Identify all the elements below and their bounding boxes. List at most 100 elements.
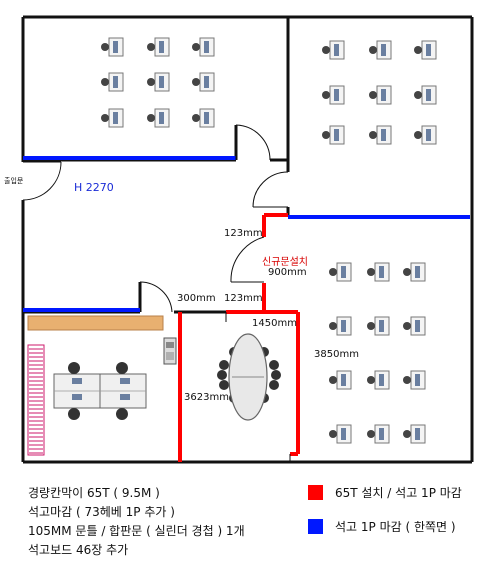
- desk-icon: [414, 40, 437, 60]
- interior-walls: [23, 17, 290, 314]
- legend-swatch-red: [308, 485, 323, 500]
- note-line: 105MM 문틀 / 합판문 ( 실린더 경첩 ) 1개: [28, 524, 245, 538]
- desk-icon: [192, 108, 215, 128]
- copier-icon: [163, 337, 177, 365]
- desk-icon: [369, 40, 392, 60]
- desk-icon: [369, 85, 392, 105]
- chair-icon: [192, 43, 200, 51]
- chair-icon: [329, 268, 337, 276]
- note-line: 석고마감 ( 73헤베 1P 추가 ): [28, 505, 175, 519]
- legend-item-red: 65T 설치 / 석고 1P 마감: [308, 484, 462, 501]
- dim-123-bottom: 123mm: [224, 293, 263, 304]
- dim-3623: 3623mm: [184, 392, 229, 403]
- chair-icon: [217, 370, 227, 380]
- desk-icon: [329, 370, 352, 390]
- desk-icon: [367, 370, 390, 390]
- chair-icon: [329, 376, 337, 384]
- exit-door-label: 출입문: [4, 177, 24, 185]
- desk-icon: [403, 370, 426, 390]
- chair-icon: [403, 376, 411, 384]
- desk-icon: [367, 424, 390, 444]
- chair-icon: [271, 370, 281, 380]
- note-line: 경량칸막이 65T ( 9.5M ): [28, 486, 160, 500]
- chair-icon: [367, 430, 375, 438]
- chair-icon: [192, 78, 200, 86]
- chair-icon: [367, 268, 375, 276]
- desk-icon: [101, 72, 124, 92]
- desk-icon: [192, 37, 215, 57]
- chair-icon: [269, 380, 279, 390]
- chair-icon: [414, 131, 422, 139]
- team-desk-cluster: [53, 362, 147, 420]
- chair-icon: [101, 78, 109, 86]
- red-partitions: [178, 213, 300, 462]
- chair-icon: [116, 408, 128, 420]
- outer-walls: [21, 15, 474, 464]
- desk-icon: [367, 262, 390, 282]
- legend-item-blue: 석고 1P 마감 ( 한쪽면 ): [308, 518, 456, 535]
- chair-icon: [147, 78, 155, 86]
- chair-icon: [269, 360, 279, 370]
- chair-icon: [322, 91, 330, 99]
- desk-icon: [147, 37, 170, 57]
- chair-icon: [101, 43, 109, 51]
- desk-icon: [403, 262, 426, 282]
- desk-icon: [322, 85, 345, 105]
- dim-900: 900mm: [268, 267, 307, 278]
- desk-icon: [101, 37, 124, 57]
- dim-123-top: 123mm: [224, 228, 263, 239]
- chair-icon: [403, 430, 411, 438]
- chair-icon: [219, 380, 229, 390]
- dimension-lines: [225, 312, 291, 462]
- chair-icon: [329, 430, 337, 438]
- storage-shelf-icon: [27, 315, 164, 331]
- desk-icon: [367, 316, 390, 336]
- dim-1450: 1450mm: [252, 318, 297, 329]
- notes: 경량칸막이 65T ( 9.5M ) 석고마감 ( 73헤베 1P 추가 ) 1…: [28, 484, 245, 560]
- legend-label: 65T 설치 / 석고 1P 마감: [335, 486, 462, 500]
- floor-plan: [21, 15, 474, 464]
- desk-icon: [147, 72, 170, 92]
- desk-icon: [414, 85, 437, 105]
- new-door-label: 신규문설치: [262, 257, 308, 268]
- dim-300: 300mm: [177, 293, 216, 304]
- chair-icon: [369, 46, 377, 54]
- height-label: H 2270: [74, 181, 114, 194]
- desk-icon: [414, 125, 437, 145]
- chair-icon: [192, 114, 200, 122]
- chair-icon: [329, 322, 337, 330]
- note-line: 석고보드 46장 추가: [28, 543, 129, 557]
- conference-table-icon: [217, 333, 281, 421]
- chair-icon: [414, 91, 422, 99]
- chair-icon: [414, 46, 422, 54]
- chair-icon: [369, 91, 377, 99]
- chair-icon: [147, 114, 155, 122]
- desk-icon: [322, 125, 345, 145]
- desk-icon: [322, 40, 345, 60]
- desk-icon: [329, 424, 352, 444]
- chair-icon: [219, 360, 229, 370]
- chair-icon: [116, 362, 128, 374]
- desk-icon: [403, 424, 426, 444]
- chair-icon: [101, 114, 109, 122]
- bookcase-icon: [27, 344, 45, 456]
- dim-3850: 3850mm: [314, 349, 359, 360]
- chair-icon: [147, 43, 155, 51]
- chair-icon: [367, 322, 375, 330]
- chair-icon: [68, 408, 80, 420]
- chair-icon: [403, 322, 411, 330]
- desk-icon: [192, 72, 215, 92]
- chair-icon: [68, 362, 80, 374]
- legend-swatch-blue: [308, 519, 323, 534]
- desk-icon: [329, 262, 352, 282]
- desk-icon: [369, 125, 392, 145]
- chair-icon: [322, 46, 330, 54]
- desk-icon: [101, 108, 124, 128]
- chair-icon: [369, 131, 377, 139]
- desk-icon: [147, 108, 170, 128]
- door-swing-icon: [22, 124, 289, 313]
- chair-icon: [367, 376, 375, 384]
- desk-icon: [403, 316, 426, 336]
- chair-icon: [403, 268, 411, 276]
- desk-icon: [329, 316, 352, 336]
